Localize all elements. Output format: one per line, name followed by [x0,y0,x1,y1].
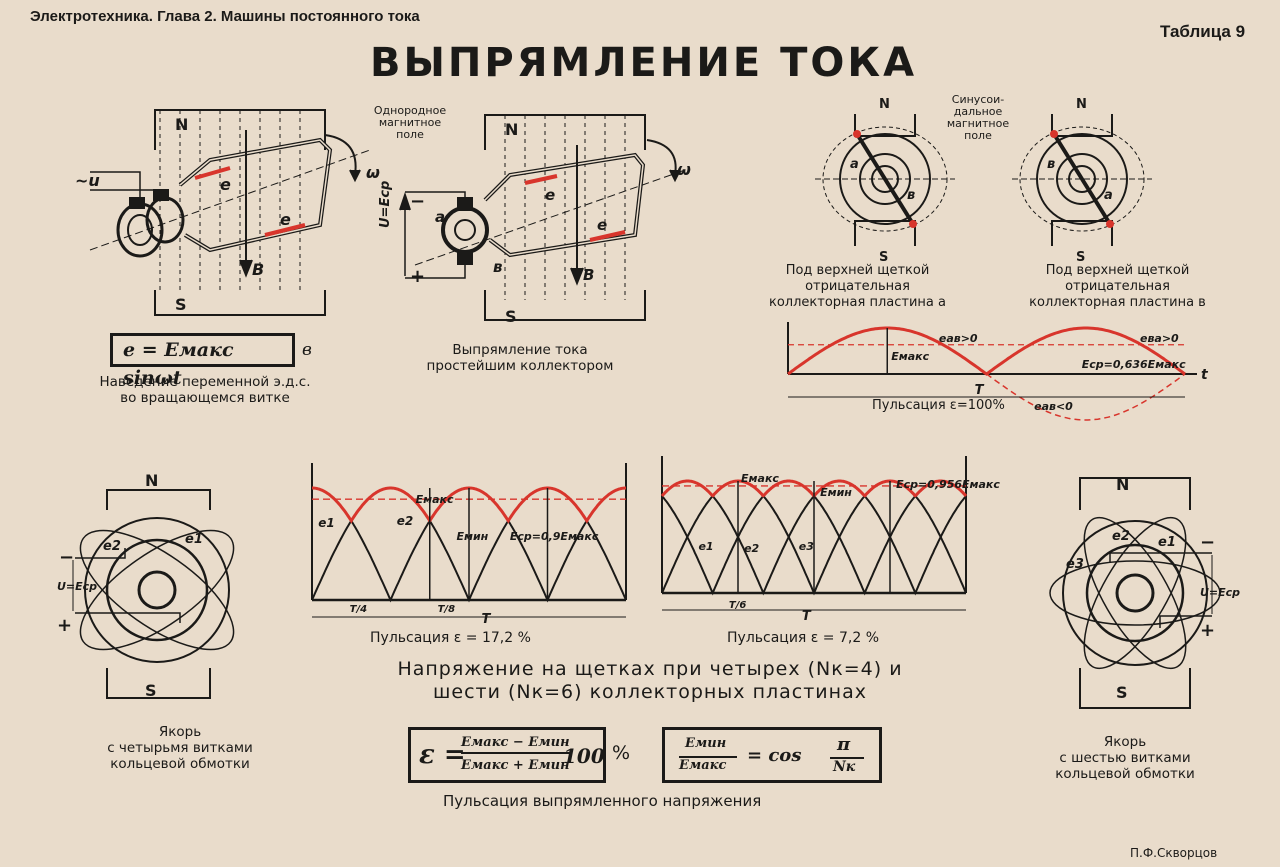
emf-e-label-2: e [280,210,291,229]
emax-label: Eмакс [741,472,779,485]
emf-formula-unit: в [302,340,312,360]
figure-simple-commutator: N S − + а в e e B ω [399,114,691,326]
svg-text:U=Eср: U=Eср [1200,586,1240,599]
svg-text:e1: e1 [185,532,203,547]
ecp-label: Eср=0,956Eмакс [896,478,1000,491]
svg-text:N: N [879,97,890,112]
figure-sinusoidal-field-right: N S в а [1012,97,1152,265]
svg-text:+: + [1200,620,1215,641]
page-title: ВЫПРЯМЛЕНИЕ ТОКА [370,40,918,86]
time-label: t [1201,367,1209,383]
t6-label: T/6 [729,600,746,611]
ecp-label: Eср=0,636Eмакс [1082,358,1186,371]
pole-n-label: N [175,115,188,134]
emax-label: Eмакс [891,350,929,363]
svg-text:S: S [879,250,888,265]
emin-label: Eмин [456,530,488,543]
svg-text:−: − [410,191,425,212]
chart4-pulsation: Пульсация ε = 17,2 % [370,630,531,646]
e2-label: e2 [397,514,414,528]
svg-text:e2: e2 [103,539,121,554]
armature-four-turns: N S − + e2 e1 U=Eср [57,471,235,700]
svg-text:N: N [1116,475,1129,494]
svg-text:S: S [505,307,517,326]
ecp-label: Eср=0,9Eмакс [510,530,599,543]
t8-label: T/8 [438,604,455,615]
svg-text:−: − [1200,532,1215,553]
t4-label: T/4 [350,604,367,615]
commutator-voltage-label: U=Eср [378,180,393,228]
svg-text:ω: ω [677,160,691,179]
svg-text:e3: e3 [1066,557,1084,572]
svg-text:e: e [545,186,555,204]
svg-text:e: e [597,216,607,234]
emax-label: Eмакс [416,493,454,506]
ratio-formula: Eмин Eмакс = cos π Nк [662,727,882,783]
svg-text:+: + [410,266,425,287]
wave1-pulsation: Пульсация ε=100% [872,398,1005,413]
svg-text:а: а [1104,188,1113,203]
e3-label: e3 [799,540,814,553]
figure-rotating-loop: N S ~u e e B ω [75,109,380,316]
eab-pos-label: eав>0 [939,332,978,345]
svg-text:S: S [145,681,157,700]
formula-caption: Пульсация выпрямленного напряжения [443,792,762,810]
header-subtitle: Электротехника. Глава 2. Машины постоянн… [30,8,420,25]
svg-text:+: + [57,615,72,636]
middle-caption: Напряжение на щетках при четырех (Nк=4) … [397,658,903,703]
eba-pos-label: eва>0 [1140,332,1179,345]
pole-s-label: S [175,295,187,314]
table-number: Таблица 9 [1160,22,1246,41]
svg-text:в: в [1047,157,1055,172]
svg-text:а: а [850,157,859,172]
omega-label: ω [366,163,380,182]
svg-text:N: N [505,120,518,139]
svg-text:e1: e1 [1158,535,1176,550]
period-label: T [802,609,812,624]
svg-text:в: в [907,188,915,203]
svg-text:e2: e2 [1112,529,1130,544]
e1-label: e1 [698,540,713,553]
pulsation-formula: ε = Eмакс − Eмин Eмакс + Eмин 100 [408,727,606,783]
emin-label: Eмин [820,486,852,499]
svg-text:N: N [145,471,158,490]
chart6-pulsation: Пульсация ε = 7,2 % [727,630,880,646]
e1-label: e1 [318,516,335,530]
period-label: T [482,612,492,627]
svg-text:N: N [1076,97,1087,112]
figure-sinusoidal-field-left: N S а в [815,97,955,265]
svg-text:−: − [59,547,74,568]
author: П.Ф.Скворцов [1130,846,1218,860]
svg-text:U=Eср: U=Eср [57,580,97,593]
svg-text:а: а [435,208,445,226]
armature-six-turns: N S − + e2 e1 e3 U=Eср [1049,475,1240,709]
svg-text:B: B [583,266,594,284]
period-label: T [975,383,985,398]
emf-e-label: e [220,175,231,194]
svg-text:S: S [1076,250,1085,265]
emf-formula: e = Eмакс sinωt [110,333,295,389]
svg-text:в: в [493,258,503,276]
fig1-caption: Наведение переменной э.д.с.во вращающемс… [99,374,311,406]
percent-sign: % [612,742,631,764]
voltage-u-label: ~u [75,171,100,190]
svg-text:S: S [1116,683,1128,702]
field-b-label: B [252,260,264,279]
eab-neg-label: eав<0 [1034,400,1073,413]
e2-label: e2 [744,542,759,555]
